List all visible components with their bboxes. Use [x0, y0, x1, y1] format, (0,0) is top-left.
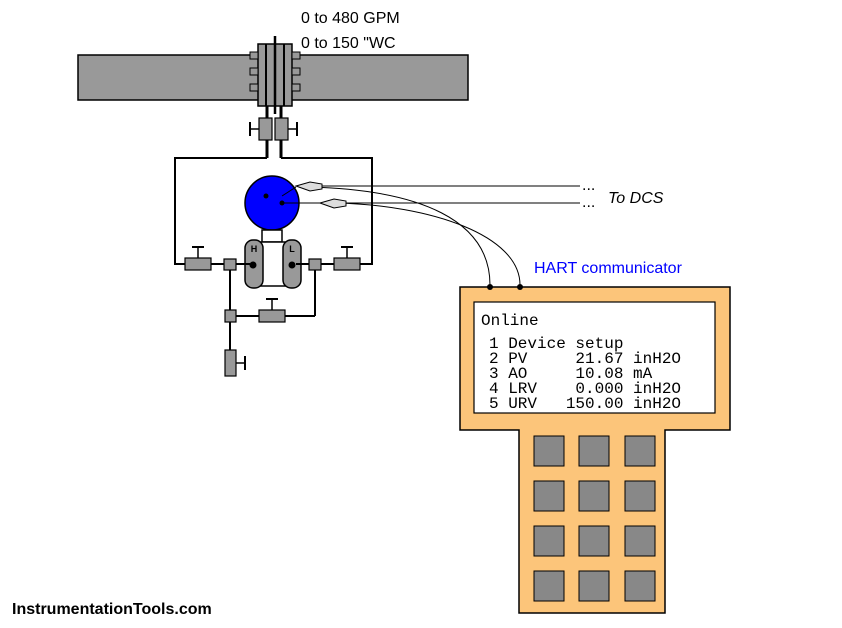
- lcd-screen: [473, 301, 716, 414]
- keypad-key[interactable]: [578, 480, 610, 512]
- dcs-ellipsis-2: ...: [582, 194, 595, 211]
- menu-item[interactable]: 1 Device setup: [489, 335, 623, 353]
- keypad-key[interactable]: [624, 570, 656, 602]
- keypad-key[interactable]: [578, 525, 610, 557]
- high-side-label: H: [251, 244, 258, 254]
- dp-transmitter: H L: [244, 175, 302, 289]
- flow-range-label: 0 to 480 GPM: [301, 10, 400, 27]
- keypad: [533, 435, 656, 602]
- keypad-key[interactable]: [624, 525, 656, 557]
- clip-leads: [281, 181, 347, 209]
- keypad-key[interactable]: [624, 480, 656, 512]
- keypad-key[interactable]: [578, 570, 610, 602]
- dp-range-label: 0 to 150 "WC: [301, 35, 396, 52]
- to-dcs-label: To DCS: [608, 190, 664, 207]
- keypad-key[interactable]: [533, 435, 565, 467]
- watermark: InstrumentationTools.com: [12, 601, 212, 618]
- keypad-key[interactable]: [533, 525, 565, 557]
- keypad-key[interactable]: [624, 435, 656, 467]
- keypad-key[interactable]: [533, 570, 565, 602]
- menu-item[interactable]: 5 URV 150.00 inH2O: [489, 395, 681, 413]
- menu-item[interactable]: 3 AO 10.08 mA: [489, 365, 653, 383]
- hart-communicator: Online 1 Device setup 2 PV 21.67 inH2O 3…: [459, 284, 731, 614]
- menu-item[interactable]: 4 LRV 0.000 inH2O: [489, 380, 681, 398]
- keypad-key[interactable]: [533, 480, 565, 512]
- status-line: Online: [481, 312, 539, 330]
- menu-item[interactable]: 2 PV 21.67 inH2O: [489, 350, 681, 368]
- root-valves: [249, 106, 298, 158]
- orifice-flange-assembly: [249, 36, 301, 114]
- dcs-ellipsis-1: ...: [582, 177, 595, 194]
- keypad-key[interactable]: [578, 435, 610, 467]
- low-side-label: L: [289, 244, 295, 254]
- impulse-lines: [174, 157, 373, 265]
- hart-communicator-label: HART communicator: [534, 260, 683, 277]
- signal-wiring: [309, 185, 580, 286]
- three-valve-manifold: [184, 246, 361, 377]
